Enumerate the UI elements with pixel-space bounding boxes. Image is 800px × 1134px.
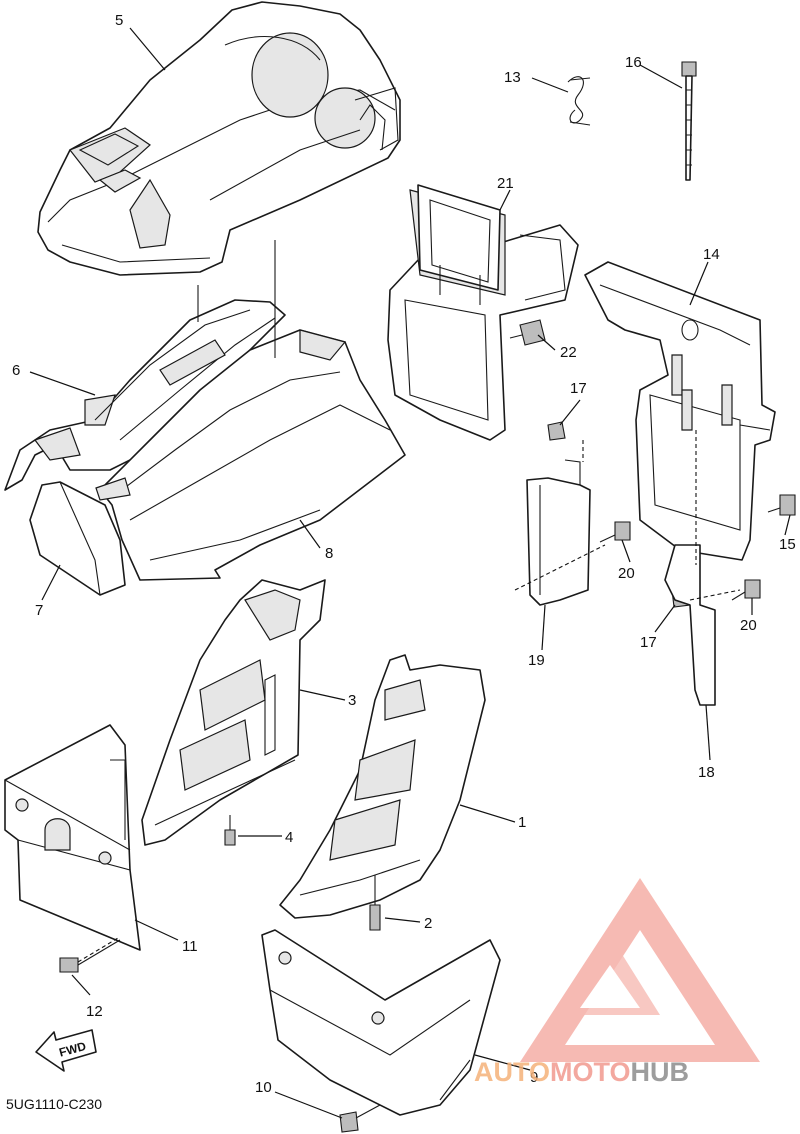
callout-19: 19 bbox=[528, 652, 545, 669]
part-6-left-cover bbox=[4, 299, 286, 491]
part-5-top-cover bbox=[37, 1, 401, 276]
part-20-bolt-lower bbox=[731, 579, 761, 601]
part-12-screw bbox=[59, 939, 121, 973]
callout-17-upper: 17 bbox=[570, 380, 587, 397]
part-8-center-panel bbox=[95, 329, 406, 581]
part-4-screw bbox=[224, 815, 236, 846]
part-16-cable-tie bbox=[681, 61, 697, 181]
part-15-screw bbox=[767, 494, 796, 516]
callout-15: 15 bbox=[779, 536, 796, 553]
callout-18: 18 bbox=[698, 764, 715, 781]
part-3-inner-panel bbox=[141, 579, 326, 846]
part-9-lower-cover bbox=[261, 929, 501, 1116]
part-19-plate bbox=[526, 459, 591, 606]
callout-21: 21 bbox=[497, 175, 514, 192]
callout-17-lower: 17 bbox=[640, 634, 657, 651]
part-22-bolt bbox=[509, 319, 546, 346]
callout-6: 6 bbox=[12, 362, 20, 379]
part-14-side-panel bbox=[584, 261, 776, 561]
part-13-clip bbox=[567, 76, 591, 126]
watermark-word-hub: HUB bbox=[631, 1057, 690, 1087]
watermark-word-auto: AUTO bbox=[474, 1057, 550, 1087]
callout-4: 4 bbox=[285, 829, 293, 846]
watermark-text: AUTOMOTOHUB bbox=[474, 1057, 689, 1087]
forward-arrow-icon: FWD bbox=[35, 1029, 97, 1072]
callout-20-upper: 20 bbox=[618, 565, 635, 582]
callout-1: 1 bbox=[518, 814, 526, 831]
part-18-strip bbox=[664, 544, 716, 706]
part-2-screw bbox=[369, 875, 381, 931]
leader-lines bbox=[29, 27, 791, 1119]
part-1-side-cover bbox=[279, 654, 486, 919]
callout-22: 22 bbox=[560, 344, 577, 361]
callout-11: 11 bbox=[182, 938, 198, 955]
callout-13: 13 bbox=[504, 69, 521, 86]
svg-text:AUTOMOTOHUB: AUTOMOTOHUB bbox=[474, 1057, 689, 1087]
watermark-word-moto: MOTO bbox=[550, 1057, 631, 1087]
callout-9: 9 bbox=[530, 1069, 538, 1086]
part-7-front-piece bbox=[29, 481, 126, 596]
part-21-bracket bbox=[387, 184, 579, 441]
callout-20-lower: 20 bbox=[740, 617, 757, 634]
part-17-clip-upper bbox=[547, 421, 566, 441]
automotohub-logo-icon bbox=[520, 878, 760, 1062]
callout-labels: 5 6 8 7 3 1 4 2 11 12 9 10 13 16 21 14 2… bbox=[12, 12, 796, 1096]
part-10-screw bbox=[339, 1104, 381, 1133]
callout-3: 3 bbox=[348, 692, 356, 709]
callout-2: 2 bbox=[424, 915, 432, 932]
diagram-code: 5UG1110-C230 bbox=[6, 1096, 102, 1112]
part-11-lower-panel bbox=[4, 724, 141, 951]
fwd-label: FWD bbox=[58, 1039, 88, 1060]
callout-12: 12 bbox=[86, 1003, 103, 1020]
callout-10: 10 bbox=[255, 1079, 272, 1096]
callout-16: 16 bbox=[625, 54, 642, 71]
assembly-lines bbox=[77, 240, 741, 963]
callout-8: 8 bbox=[325, 545, 333, 562]
callout-7: 7 bbox=[35, 602, 43, 619]
callout-5: 5 bbox=[115, 12, 123, 29]
part-20-bolt-upper bbox=[599, 521, 631, 543]
callout-14: 14 bbox=[703, 246, 720, 263]
